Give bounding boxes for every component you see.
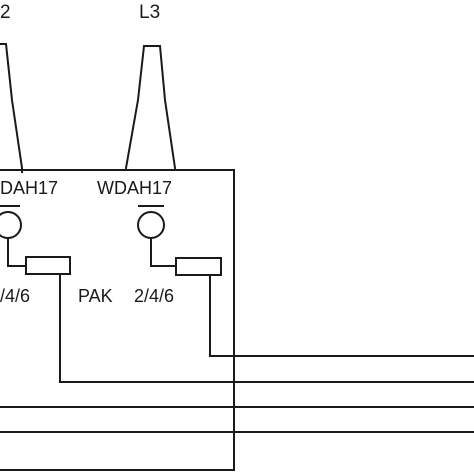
pak-label-right: 2/4/6	[134, 286, 174, 306]
terminal-block-right	[175, 257, 222, 276]
pak-prefix-right: PAK	[78, 286, 113, 306]
device-model-right: WDAH17	[97, 178, 172, 198]
enclosure-box	[0, 169, 235, 471]
line-label-2: 2	[0, 2, 11, 23]
switch-lead-left	[7, 237, 27, 267]
conductor-left	[0, 43, 23, 173]
switch-coil-left	[0, 211, 22, 239]
switch-lead-right	[150, 237, 177, 267]
terminal-block-left	[25, 256, 71, 275]
switch-coil-right	[137, 211, 165, 239]
device-model-left: DAH17	[0, 178, 58, 198]
line-label-l3: L3	[139, 2, 160, 23]
wire-from-right-terminal	[209, 274, 474, 357]
pak-label-left: /4/6	[0, 286, 30, 306]
wire-from-left-terminal	[59, 273, 474, 383]
conductor-l3	[124, 45, 177, 170]
